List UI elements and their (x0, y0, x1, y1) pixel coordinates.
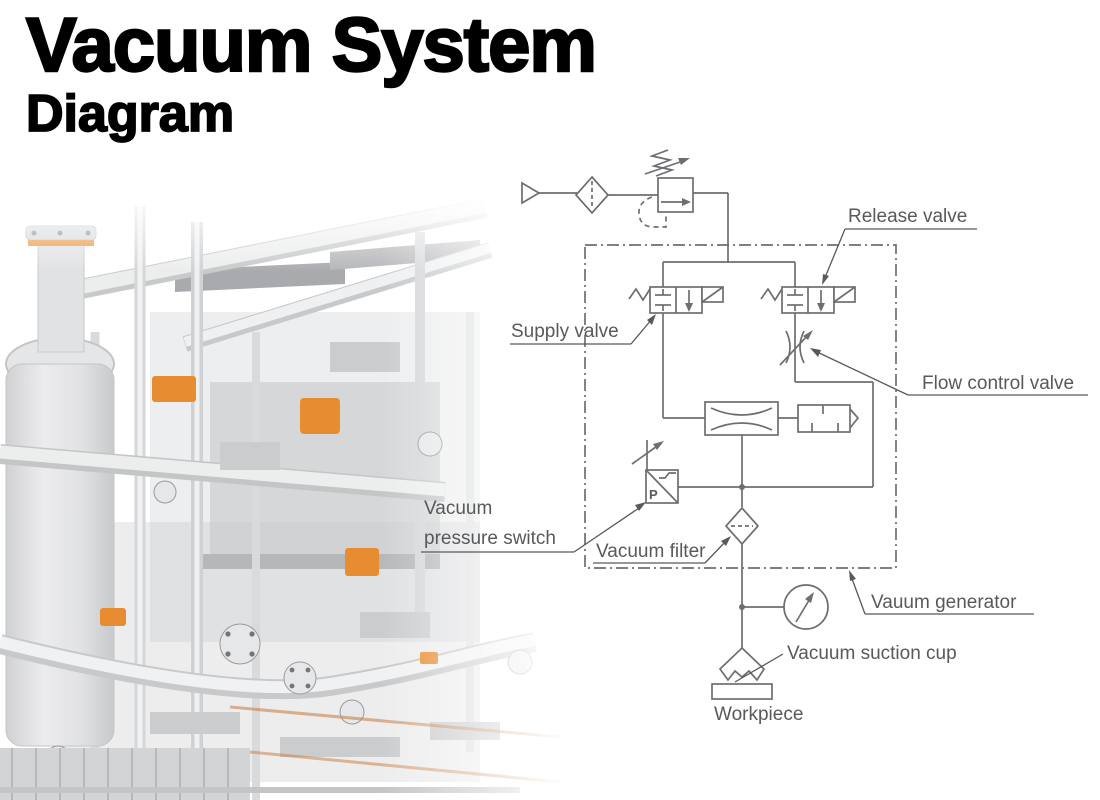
pressure-switch-port-letter: P (649, 487, 658, 502)
leader-vacuum-filter (593, 536, 731, 564)
label-vacuum-pressure-switch-line1: Vacuum (424, 498, 492, 519)
leader-supply-valve (510, 314, 656, 345)
junction-dot (739, 484, 745, 490)
label-vacuum-pressure-switch-line2: pressure switch (424, 528, 556, 549)
leader-vacuum-generator (849, 570, 1034, 615)
page-title: Vacuum System (25, 3, 598, 88)
label-vacuum-suction-cup: Vacuum suction cup (787, 643, 957, 664)
title-block: Vacuum System Diagram (25, 3, 598, 143)
label-release-valve: Release valve (848, 206, 967, 227)
label-supply-valve: Supply valve (511, 321, 619, 342)
air-line-filter-symbol (574, 175, 658, 215)
page-subtitle: Diagram (25, 85, 235, 143)
label-workpiece: Workpiece (714, 704, 803, 725)
leader-flow-control-valve (810, 348, 1088, 396)
release-valve-symbol (760, 286, 856, 314)
vacuum-generator-boundary (584, 244, 897, 569)
pressure-regulator-symbol (638, 149, 729, 262)
vacuum-suction-cup-symbol (718, 646, 766, 682)
orange-actuators (100, 376, 438, 664)
workpiece-symbol (711, 683, 773, 700)
leader-vacuum-suction-cup (734, 653, 784, 683)
label-vacuum-filter: Vacuum filter (596, 541, 706, 562)
silencer-symbol (797, 404, 860, 433)
plant-photo (0, 192, 560, 800)
vacuum-filter-symbol (724, 506, 760, 648)
label-flow-control-valve: Flow control valve (922, 373, 1074, 394)
flow-control-valve-symbol (779, 313, 813, 382)
air-supply-symbol (521, 181, 577, 205)
leader-release-valve (822, 228, 977, 285)
pressure-gauge-symbol (742, 584, 829, 630)
photo-fade-right (380, 192, 560, 800)
release-branch-line (678, 381, 874, 488)
vacuum-ejector-symbol (663, 401, 798, 507)
label-vacuum-generator: Vauum generator (871, 592, 1017, 613)
supply-valve-symbol (628, 286, 724, 418)
leader-vacuum-pressure-switch (421, 502, 646, 553)
valve-supply-connector (662, 261, 796, 287)
vacuum-pressure-switch-symbol (631, 440, 679, 504)
